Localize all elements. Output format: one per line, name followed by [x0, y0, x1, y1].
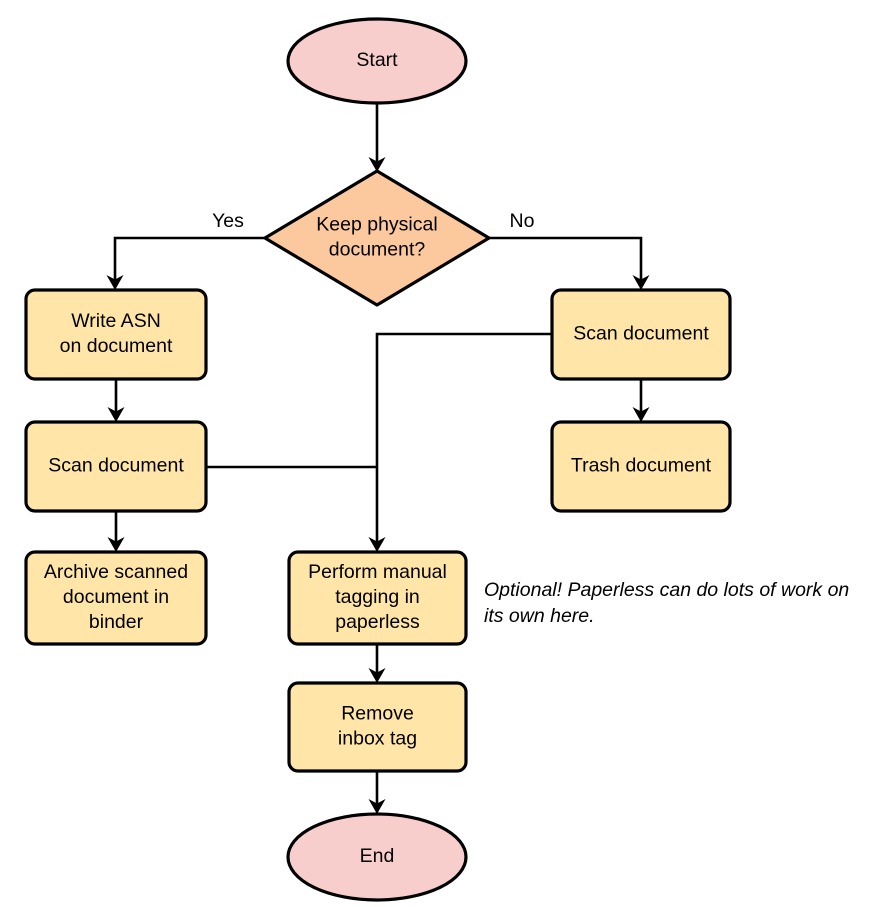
- process-shape-scan-document-right[interactable]: [550, 288, 732, 381]
- process-shape-remove-inbox-tag[interactable]: [287, 681, 468, 773]
- edge-write-asn-to-scan-document-left: [107, 379, 125, 422]
- node-label-line: binder: [89, 611, 144, 633]
- arrowhead-remove-inbox-tag-to-end: [368, 799, 386, 814]
- node-label-line: Write ASN: [71, 310, 161, 332]
- edge-start-to-decision: [368, 103, 386, 172]
- arrowhead-decision-yes-to-write-asn: [106, 275, 124, 290]
- node-label-line: on document: [60, 335, 173, 357]
- node-label-line: document in: [63, 586, 169, 608]
- node-trash-document[interactable]: Trash document: [550, 420, 732, 513]
- node-label-line: Trash document: [571, 455, 712, 477]
- node-label-scan-document-right: Scan document: [573, 323, 709, 345]
- decision-shape-keep-physical-document[interactable]: [263, 169, 491, 307]
- edge-line-scan-document-right-to-manual-tagging: [375, 332, 552, 545]
- node-label-line: document?: [329, 239, 426, 261]
- node-label-line: Start: [356, 49, 398, 71]
- node-label-start: Start: [356, 49, 398, 71]
- node-archive-scanned-document-in-binder[interactable]: Archive scanned document in binder: [24, 550, 208, 646]
- node-end[interactable]: End: [286, 812, 468, 902]
- node-label-line: Scan document: [573, 323, 709, 345]
- node-label-line: paperless: [335, 611, 420, 633]
- edge-scan-document-left-to-archive: [107, 511, 125, 552]
- process-shape-write-asn-on-document[interactable]: [24, 288, 208, 381]
- edge-decision-no-to-scan-document-right: No: [489, 210, 650, 290]
- annotation-optional-note: Optional! Paperless can do lots of work …: [484, 579, 849, 627]
- node-label-scan-document-left: Scan document: [48, 455, 184, 477]
- arrowhead-scan-document-right-to-manual-tagging: [368, 537, 386, 552]
- node-start[interactable]: Start: [286, 17, 468, 105]
- edge-manual-tagging-to-remove-inbox-tag: [368, 644, 386, 683]
- node-label-trash-document: Trash document: [571, 455, 712, 477]
- node-label-perform-manual-tagging-in-paperless: Perform manual tagging in paperless: [308, 561, 447, 633]
- node-label-line: Keep physical: [316, 214, 437, 236]
- node-label-line: inbox tag: [338, 728, 417, 750]
- arrowhead-manual-tagging-to-remove-inbox-tag: [368, 668, 386, 683]
- process-shape-trash-document[interactable]: [550, 420, 732, 513]
- terminator-shape-start[interactable]: [286, 17, 468, 105]
- process-shape-scan-document-left[interactable]: [24, 420, 208, 513]
- node-label-keep-physical-document: Keep physical document?: [316, 214, 437, 261]
- edge-line-decision-no-to-scan-document-right: [489, 236, 643, 283]
- node-label-remove-inbox-tag: Remove inbox tag: [338, 703, 417, 750]
- node-label-archive-scanned-document-in-binder: Archive scanned document in binder: [44, 561, 188, 633]
- process-shape-perform-manual-tagging-in-paperless[interactable]: [287, 550, 468, 646]
- arrowhead-scan-document-left-to-archive: [107, 537, 125, 552]
- process-shape-archive-scanned-document-in-binder[interactable]: [24, 550, 208, 646]
- edge-label-no: No: [510, 210, 535, 232]
- arrowhead-scan-document-right-to-trash: [632, 407, 650, 422]
- node-label-line: End: [360, 845, 395, 867]
- annotation-line: Optional! Paperless can do lots of work …: [484, 579, 849, 601]
- edge-scan-document-right-to-manual-tagging: [368, 332, 552, 552]
- node-label-line: Remove: [341, 703, 414, 725]
- node-remove-inbox-tag[interactable]: Remove inbox tag: [287, 681, 468, 773]
- edge-decision-yes-to-write-asn: Yes: [106, 210, 265, 290]
- node-label-write-asn-on-document: Write ASN on document: [60, 310, 173, 357]
- edges-layer: Yes No: [106, 103, 650, 814]
- edge-scan-document-right-to-trash: [632, 379, 650, 422]
- arrowhead-write-asn-to-scan-document-left: [107, 407, 125, 422]
- node-keep-physical-document[interactable]: Keep physical document?: [263, 169, 491, 307]
- edge-label-yes: Yes: [212, 210, 244, 232]
- node-label-line: Archive scanned: [44, 561, 188, 583]
- node-label-end: End: [360, 845, 395, 867]
- node-scan-document-right[interactable]: Scan document: [550, 288, 732, 381]
- terminator-shape-end[interactable]: [286, 812, 468, 902]
- annotations-layer: Optional! Paperless can do lots of work …: [484, 579, 849, 627]
- arrowhead-start-to-decision: [368, 157, 386, 172]
- annotation-line: its own here.: [484, 605, 595, 627]
- edge-line-decision-yes-to-write-asn: [113, 236, 265, 283]
- node-label-line: tagging in: [335, 586, 420, 608]
- node-scan-document-left[interactable]: Scan document: [24, 420, 208, 513]
- arrowhead-decision-no-to-scan-document-right: [632, 275, 650, 290]
- edge-remove-inbox-tag-to-end: [368, 771, 386, 814]
- node-perform-manual-tagging-in-paperless[interactable]: Perform manual tagging in paperless: [287, 550, 468, 646]
- node-label-line: Perform manual: [308, 561, 447, 583]
- node-label-line: Scan document: [48, 455, 184, 477]
- node-write-asn-on-document[interactable]: Write ASN on document: [24, 288, 208, 381]
